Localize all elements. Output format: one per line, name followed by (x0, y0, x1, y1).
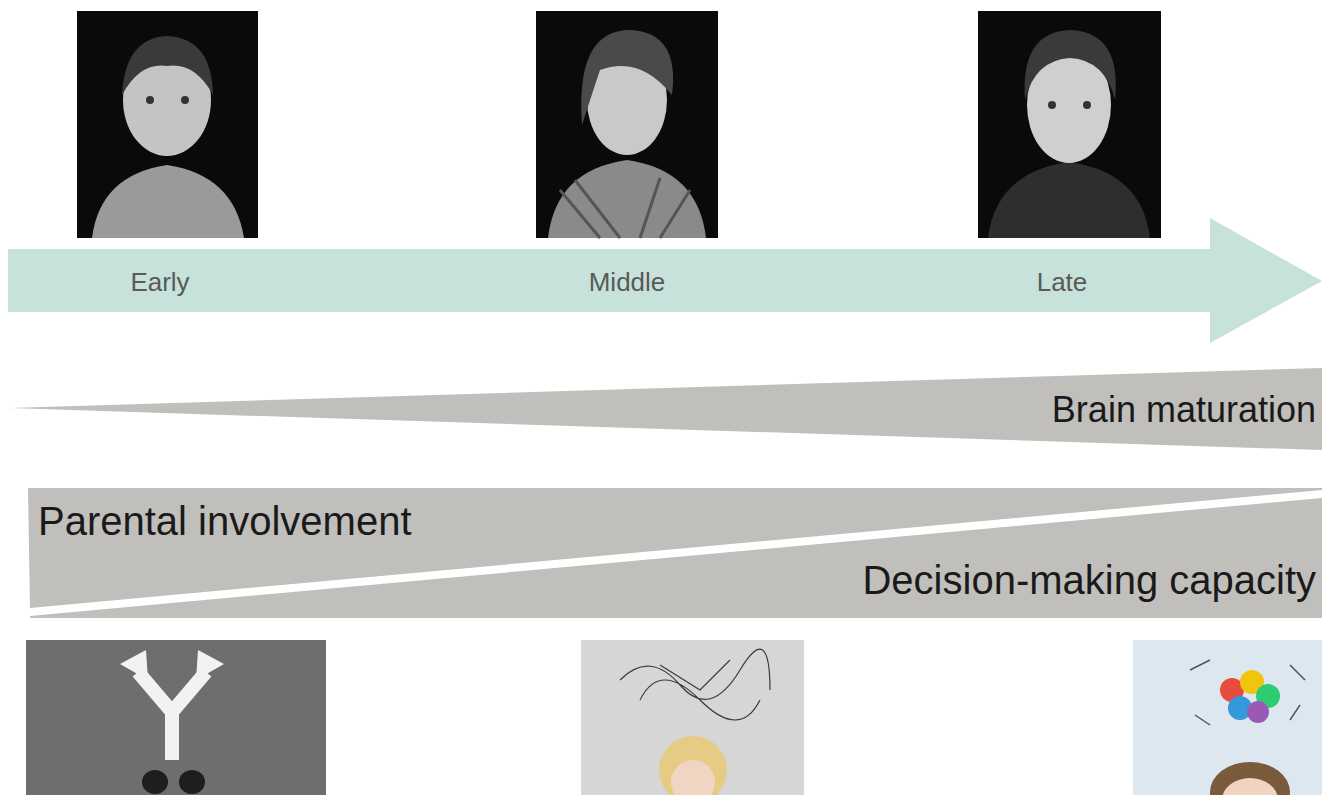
growth-wedge-outline (30, 498, 1322, 618)
thinking-girl-photo (1133, 640, 1322, 795)
stage-label: Middle (589, 268, 666, 298)
timeline-arrow-outline (8, 218, 1322, 343)
trend-label: Brain maturation (1052, 389, 1316, 430)
confused-girl-photo (581, 640, 804, 795)
growth-wedge: Brain maturation (0, 368, 1322, 450)
road-fork-photo (26, 640, 326, 795)
portrait-photo (77, 11, 258, 238)
timeline-arrow: Early Middle Late (8, 218, 1322, 343)
trend-label: Parental involvement (38, 498, 412, 544)
portrait-photo (536, 11, 718, 238)
growth-wedge-outline (10, 368, 1322, 450)
portrait-photo (978, 11, 1161, 238)
trend-label: Decision-making capacity (862, 557, 1316, 603)
stage-label: Early (130, 268, 189, 298)
stage-label: Late (1037, 268, 1088, 298)
